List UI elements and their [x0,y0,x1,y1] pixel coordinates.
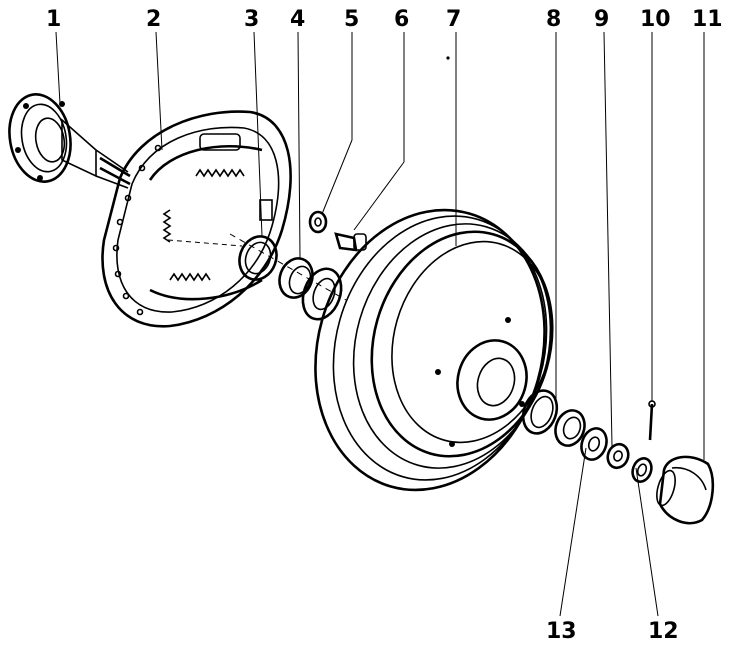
part-11-grease-cap [656,455,715,525]
leader-2 [155,31,163,151]
callout-11: 11 [692,7,723,32]
callout-6: 6 [394,7,409,32]
part-3-seal [238,235,278,281]
part-5-washer [308,210,328,234]
axis-line [229,233,347,301]
callout-13: 13 [546,619,577,644]
callout-1: 1 [46,7,61,32]
part-7-brake-drum [314,56,554,492]
part-4-inner-bearing [278,257,343,321]
part-10-cotter-pin [648,400,656,441]
callout-9: 9 [594,7,609,32]
part-1-stub-axle [8,93,131,189]
leader-13 [559,447,587,617]
callout-4: 4 [290,7,305,32]
part-2-backing-plate [101,110,292,328]
part-12-lock-ring [631,457,653,483]
callout-10: 10 [640,7,671,32]
callout-2: 2 [146,7,161,32]
part-8-outer-bearing [521,389,586,447]
part-9-nut [606,442,630,470]
leader-5b [321,139,353,215]
callout-12: 12 [648,619,679,644]
leader-lines [55,31,705,617]
callout-5: 5 [344,7,359,32]
callout-7: 7 [446,7,461,32]
leader-1 [55,31,61,105]
leader-4 [297,31,301,259]
leader-6b [353,161,405,231]
callout-8: 8 [546,7,561,32]
leader-9 [603,31,613,447]
callout-3: 3 [244,7,259,32]
leader-12 [635,467,659,617]
part-13-thrust-washer [580,427,608,461]
